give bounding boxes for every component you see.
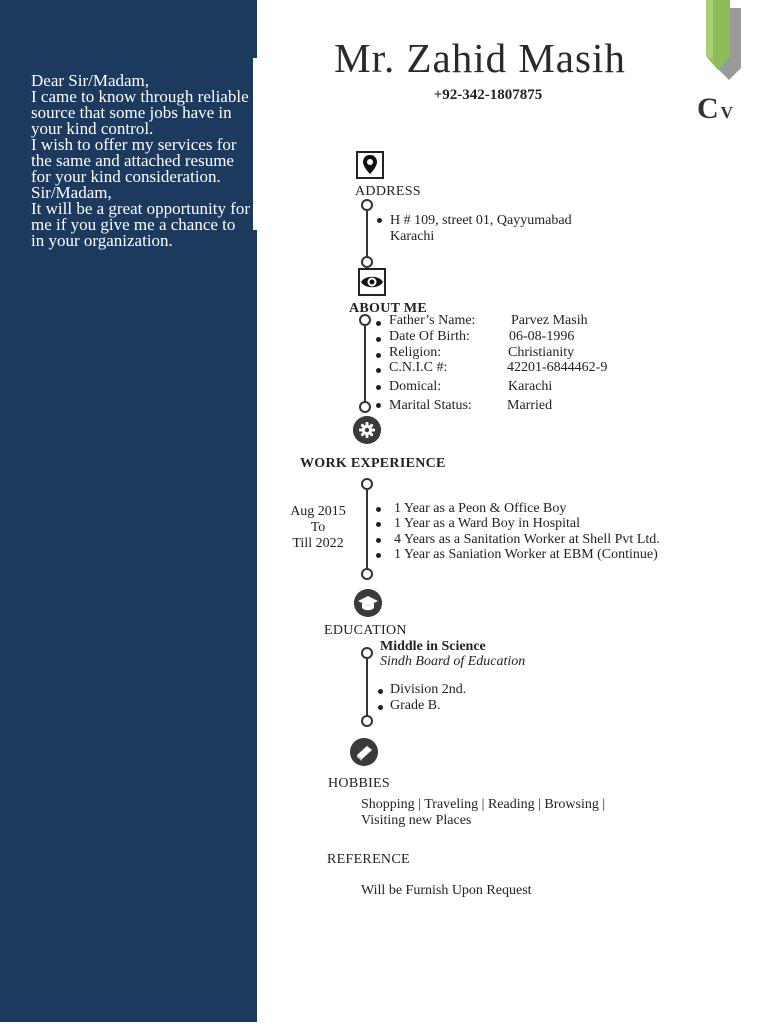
cv-letter-v: V: [720, 103, 733, 122]
work-date-to: To: [310, 520, 326, 535]
bullet-dot: [376, 403, 381, 408]
education-item: Division 2nd.: [390, 682, 467, 697]
address-line: H # 109, street 01, Qayyumabad: [390, 213, 572, 228]
cover-letter-line: It will be a great opportunity for me if…: [31, 199, 251, 250]
bullet-dot: [378, 705, 383, 710]
timeline-line: [364, 326, 366, 402]
bullet-dot: [376, 522, 381, 527]
location-pin-icon: [356, 151, 384, 179]
about-key: Marital Status:: [389, 398, 472, 413]
timeline-node: [359, 314, 371, 326]
bullet-dot: [376, 538, 381, 543]
candidate-name: Mr. Zahid Masih: [334, 35, 626, 81]
hobbies-line: Visiting new Places: [361, 813, 472, 828]
cover-letter-line: Sir/Madam,: [31, 183, 112, 202]
cover-letter-line: I wish to offer my services for the same…: [31, 135, 237, 186]
bullet-dot: [376, 337, 381, 342]
about-value: 42201-6844462-9: [507, 360, 608, 375]
work-item: 1 Year as a Peon & Office Boy: [394, 501, 567, 516]
timeline-node: [361, 256, 373, 268]
about-key: Date Of Birth:: [389, 329, 470, 344]
cover-letter: Dear Sir/Madam, I came to know through r…: [31, 71, 251, 250]
bullet-dot: [376, 368, 381, 373]
timeline-node: [359, 401, 371, 413]
bullet-dot: [376, 385, 381, 390]
reference-label: REFERENCE: [327, 852, 410, 867]
about-value: Christianity: [508, 345, 575, 360]
work-item: 1 Year as Saniation Worker at EBM (Conti…: [394, 547, 658, 562]
timeline-line: [366, 211, 368, 257]
sidebar-notch: [253, 58, 258, 230]
timeline-node: [361, 568, 373, 580]
education-degree: Middle in Science: [380, 639, 486, 654]
timeline-node: [361, 199, 373, 211]
about-key: C.N.I.C #:: [389, 360, 448, 375]
about-key: Domical:: [389, 379, 442, 394]
about-value: Married: [507, 398, 553, 413]
reference-text: Will be Furnish Upon Request: [361, 883, 532, 898]
work-date-start: Aug 2015: [290, 504, 346, 519]
hobbies-line: Shopping | Traveling | Reading | Browsin…: [361, 797, 606, 812]
cv-letter-c: C: [697, 92, 719, 125]
about-me-label: ABOUT ME: [349, 301, 427, 316]
bookmark-ribbon-icon: [706, 0, 741, 80]
timeline-node: [361, 715, 373, 727]
gear-icon: [353, 416, 381, 444]
about-value: Parvez Masih: [511, 313, 588, 328]
sidebar: [0, 0, 257, 1022]
timeline-node: [361, 478, 373, 490]
graduation-cap-icon: [354, 589, 382, 617]
eye-icon: [358, 268, 386, 296]
timeline-line: [366, 490, 368, 569]
timeline-node: [361, 647, 373, 659]
bullet-dot: [376, 507, 381, 512]
address-line: Karachi: [390, 229, 435, 244]
about-value: Karachi: [508, 379, 553, 394]
phone-number: +92-342-1807875: [433, 87, 543, 103]
work-date-end: Till 2022: [292, 536, 344, 551]
timeline-line: [366, 659, 368, 716]
bullet-dot: [377, 218, 382, 223]
address-label: ADDRESS: [355, 184, 421, 199]
book-icon: [350, 738, 378, 766]
hobbies-label: HOBBIES: [328, 776, 390, 791]
education-label: EDUCATION: [324, 623, 407, 638]
cover-letter-line: I came to know through reliable source t…: [31, 87, 249, 138]
bullet-dot: [378, 689, 383, 694]
work-experience-label: WORK EXPERIENCE: [300, 456, 446, 471]
work-item: 4 Years as a Sanitation Worker at Shell …: [394, 532, 660, 547]
cover-letter-line: Dear Sir/Madam,: [31, 71, 150, 90]
work-item: 1 Year as a Ward Boy in Hospital: [394, 516, 581, 531]
about-key: Father’s Name:: [389, 313, 476, 328]
bullet-dot: [376, 321, 381, 326]
education-item: Grade B.: [390, 698, 441, 713]
bullet-dot: [376, 553, 381, 558]
work-date-range: Aug 2015 To Till 2022: [280, 504, 356, 552]
bullet-dot: [376, 353, 381, 358]
education-board: Sindh Board of Education: [380, 654, 526, 669]
about-value: 06-08-1996: [509, 329, 575, 344]
about-key: Religion:: [389, 345, 442, 360]
